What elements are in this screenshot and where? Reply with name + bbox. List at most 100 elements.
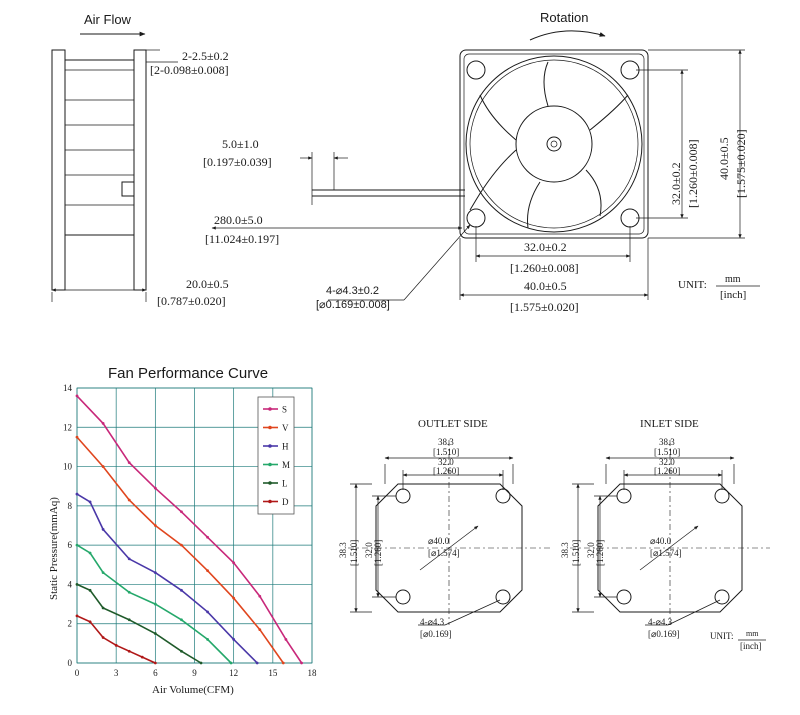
x-tick-label: 12 bbox=[229, 668, 238, 678]
series-point-V bbox=[127, 498, 131, 502]
series-point-S bbox=[75, 394, 79, 398]
inlet-unit-inch: [inch] bbox=[740, 641, 762, 651]
outlet-hole-tr bbox=[495, 488, 511, 504]
inlet-dia: ⌀40.0 bbox=[650, 536, 672, 546]
fan-performance-chart: Fan Performance Curve Static Pressure(mm… bbox=[48, 365, 317, 696]
series-point-M bbox=[180, 618, 183, 622]
series-point-V bbox=[153, 524, 157, 527]
legend-label-L: L bbox=[282, 479, 288, 489]
series-point-S bbox=[300, 661, 303, 665]
series-point-L bbox=[153, 632, 157, 635]
inlet-unit-mm: mm bbox=[746, 629, 759, 638]
series-point-S bbox=[127, 461, 131, 465]
series-point-V bbox=[206, 569, 209, 573]
hole-spacing-v: 32.0±0.2 bbox=[669, 162, 683, 205]
series-point-D bbox=[114, 643, 118, 647]
wire-strip-dim: 5.0±1.0 bbox=[222, 137, 259, 151]
inlet-dia-inch: [⌀1.574] bbox=[650, 548, 682, 558]
inlet-hole-h-inch: [1.260] bbox=[595, 540, 605, 566]
unit-mm: mm bbox=[725, 274, 741, 285]
series-line-M bbox=[76, 544, 232, 664]
chart-ylabel: Static Pressure(mmAq) bbox=[48, 497, 60, 600]
mount-hole-bl bbox=[466, 208, 486, 228]
y-tick-label: 4 bbox=[68, 579, 73, 589]
hole-spacing-h-inch: [1.260±0.008] bbox=[510, 261, 579, 275]
wire-strip-dim-inch: [0.197±0.039] bbox=[203, 155, 272, 169]
series-point-L bbox=[101, 606, 105, 610]
frame-width-inch: [1.575±0.020] bbox=[510, 300, 579, 314]
outlet-overall-w: 38.3 bbox=[438, 437, 454, 447]
outlet-hole-dim-inch: [⌀0.169] bbox=[420, 629, 452, 639]
outlet-overall-w-inch: [1.510] bbox=[433, 447, 459, 457]
series-point-M bbox=[153, 602, 157, 606]
series-point-D bbox=[101, 636, 105, 639]
side-flange-left bbox=[51, 49, 66, 291]
x-tick-label: 15 bbox=[268, 668, 278, 678]
y-tick-label: 6 bbox=[68, 540, 73, 550]
series-line-V bbox=[76, 436, 284, 664]
rotation-label: Rotation bbox=[540, 10, 588, 25]
y-tick-label: 12 bbox=[63, 422, 72, 432]
fan-frame bbox=[459, 49, 649, 239]
inlet-title: INLET SIDE bbox=[640, 418, 699, 430]
y-tick-label: 0 bbox=[68, 658, 73, 668]
inlet-hole-br bbox=[714, 589, 730, 605]
x-tick-label: 0 bbox=[75, 668, 80, 678]
series-point-H bbox=[153, 571, 157, 575]
series-point-V bbox=[180, 543, 183, 547]
series-point-D bbox=[153, 661, 157, 665]
series-point-M bbox=[229, 661, 233, 665]
series-point-S bbox=[153, 486, 157, 490]
mount-hole-tl bbox=[466, 60, 486, 80]
outlet-dia-inch: [⌀1.574] bbox=[428, 548, 460, 558]
series-point-S bbox=[101, 421, 105, 425]
outlet-overall-h-inch: [1.510] bbox=[349, 540, 359, 566]
series-point-M bbox=[75, 543, 79, 547]
chart-xlabel: Air Volume(CFM) bbox=[152, 684, 234, 696]
wire-exit bbox=[121, 181, 135, 197]
series-point-S bbox=[284, 638, 288, 641]
legend-label-V: V bbox=[282, 423, 289, 433]
hole-spacing-v-inch: [1.260±0.008] bbox=[686, 139, 700, 208]
series-point-V bbox=[75, 435, 79, 439]
series-point-M bbox=[88, 551, 92, 555]
side-view: Air Flow 2-2.5±0.2 [2-0.098±0.008] 5.0±1… bbox=[51, 12, 465, 308]
series-point-D bbox=[75, 614, 79, 618]
outlet-side-view: OUTLET SIDE 38.3 [1.510] 32.0 [1.260] 38… bbox=[338, 418, 550, 639]
inlet-hole-h: 32.0 bbox=[586, 542, 596, 558]
legend-label-S: S bbox=[282, 405, 287, 415]
inlet-hole-dim: 4-⌀4.3 bbox=[648, 617, 673, 627]
inlet-hole-tl bbox=[616, 488, 632, 504]
outlet-hole-h: 32.0 bbox=[364, 542, 374, 558]
flange-dim-inch: [2-0.098±0.008] bbox=[150, 63, 229, 77]
frame-height: 40.0±0.5 bbox=[717, 137, 731, 180]
chart-title: Fan Performance Curve bbox=[108, 365, 268, 382]
outlet-title: OUTLET SIDE bbox=[418, 418, 488, 430]
hole-dim: 4-⌀4.3±0.2 bbox=[326, 285, 379, 297]
rotation-arrow bbox=[529, 30, 606, 41]
series-point-D bbox=[88, 620, 92, 624]
y-tick-label: 2 bbox=[68, 619, 73, 629]
unit-inch: [inch] bbox=[720, 289, 746, 301]
frame-height-inch: [1.575±0.020] bbox=[734, 129, 748, 198]
y-tick-label: 8 bbox=[68, 501, 73, 511]
series-point-S bbox=[232, 561, 236, 565]
outlet-hole-br bbox=[495, 589, 511, 605]
series-point-S bbox=[180, 510, 183, 514]
series-point-M bbox=[127, 590, 131, 594]
series-point-H bbox=[206, 610, 209, 614]
thickness-dim-inch: [0.787±0.020] bbox=[157, 294, 226, 308]
outlet-hole-w-inch: [1.260] bbox=[433, 466, 459, 476]
series-point-H bbox=[88, 500, 92, 504]
x-tick-label: 6 bbox=[153, 668, 158, 678]
hole-dim-inch: [⌀0.169±0.008] bbox=[316, 299, 390, 311]
legend-label-M: M bbox=[282, 460, 290, 470]
series-point-H bbox=[180, 588, 183, 592]
series-point-V bbox=[281, 661, 285, 665]
front-view: Rotation 32.0±0.2 [1.260±0.008] 40.0±0.5… bbox=[316, 10, 760, 314]
outlet-hole-h-inch: [1.260] bbox=[373, 540, 383, 566]
inlet-unit-label: UNIT: bbox=[710, 631, 734, 641]
fan-blades bbox=[479, 61, 629, 229]
